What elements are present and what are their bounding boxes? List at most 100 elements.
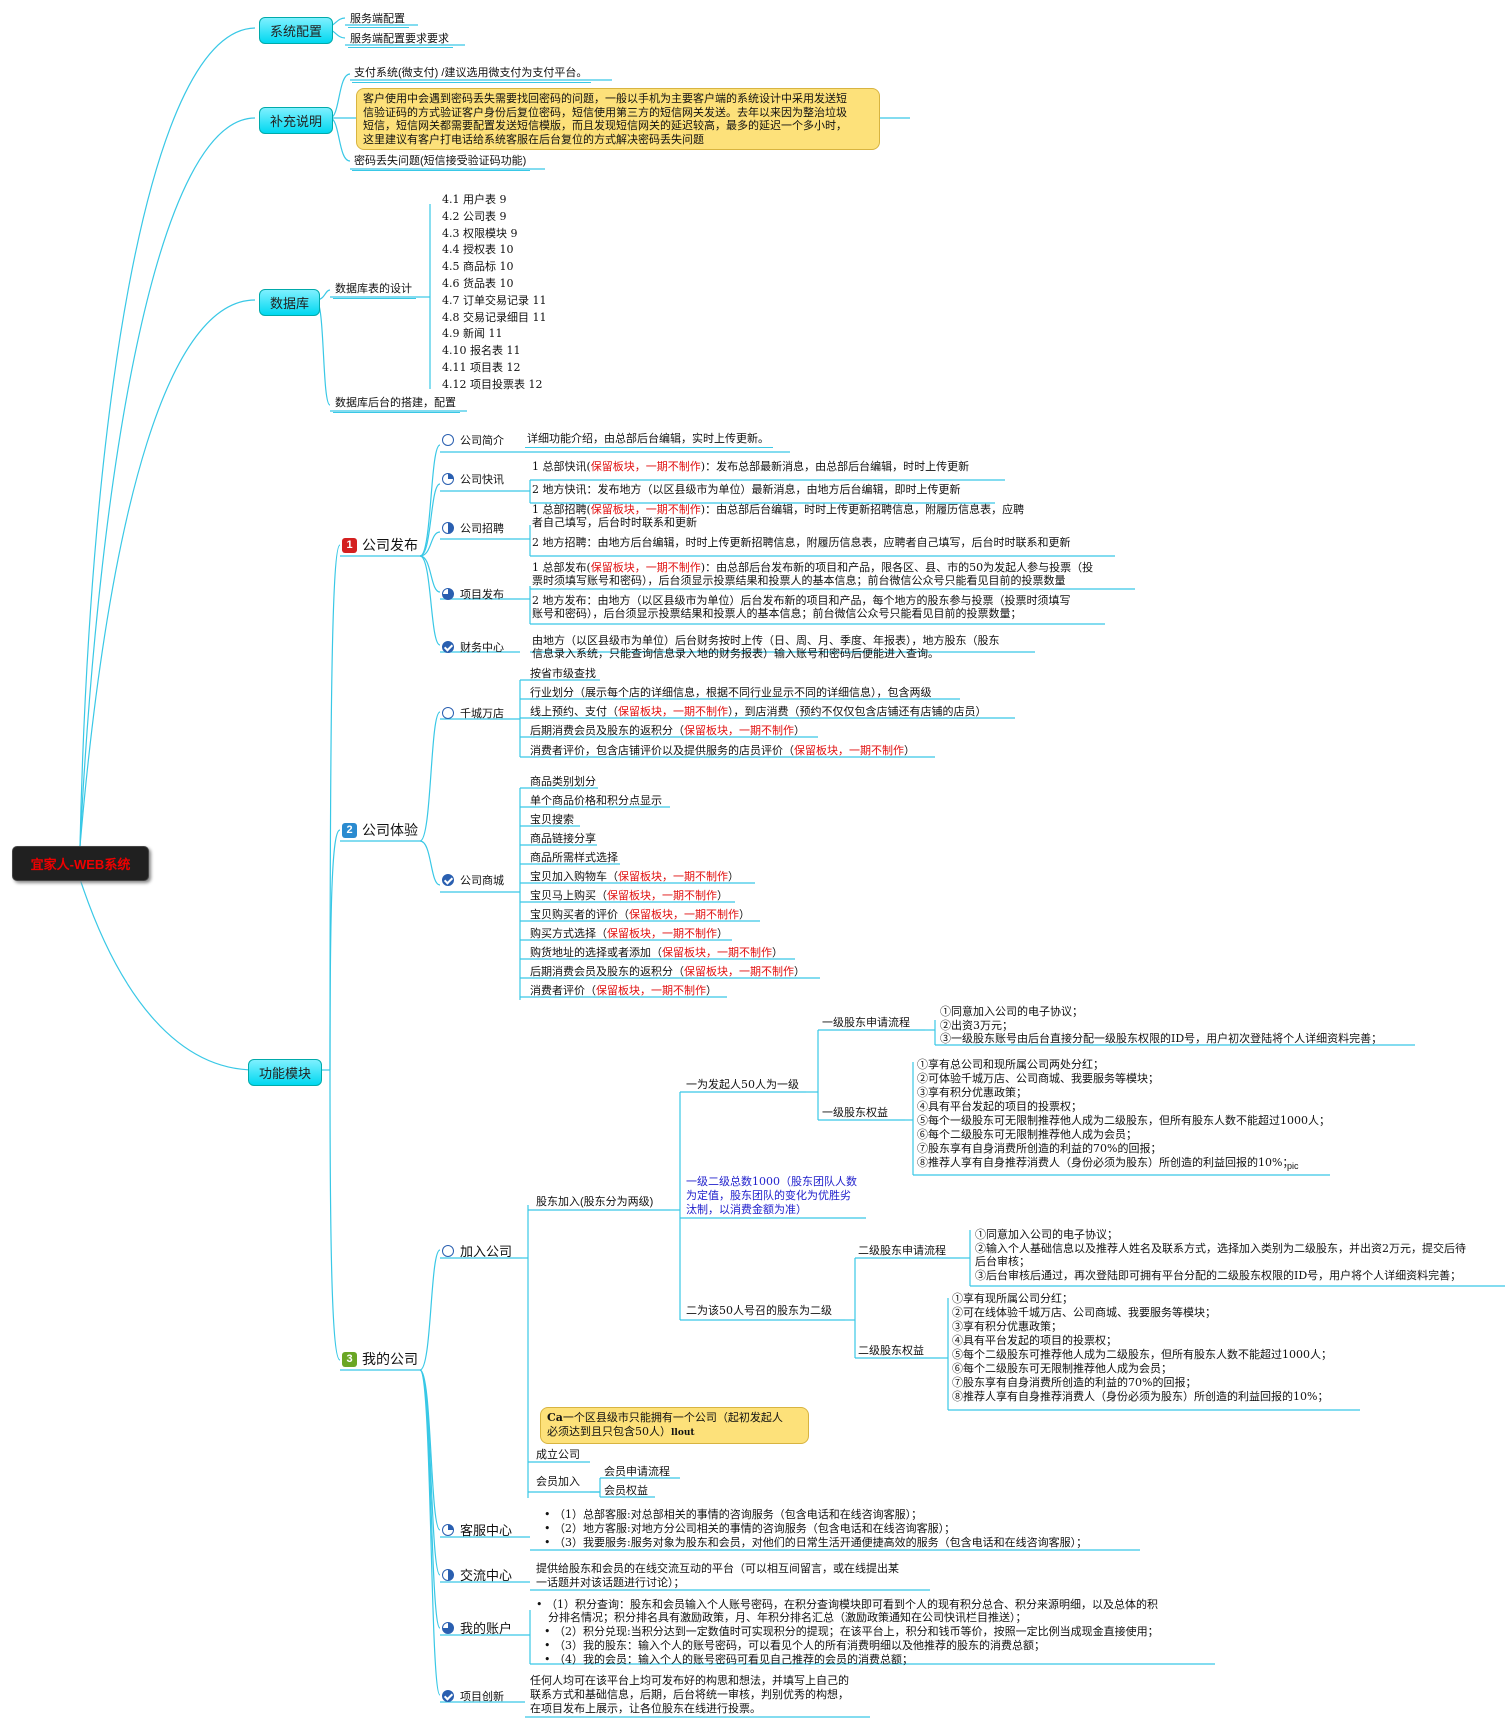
mycompany-innovate[interactable]: 项目创新 bbox=[442, 1688, 504, 1704]
join-apply1[interactable]: 一级股东申请流程 bbox=[822, 1016, 910, 1029]
db-table-item: 4.5 商品标 10 bbox=[442, 260, 514, 274]
city-item: 消费者评价，包含店铺评价以及提供服务的店员评价（保留板块，一期不制作） bbox=[530, 744, 915, 757]
innovate-l1: 任何人均可在该平台上均可发布好的构思和想法，并填写上自己的 bbox=[530, 1674, 849, 1687]
branch-function-modules[interactable]: 功能模块 bbox=[248, 1059, 323, 1086]
rights1-item: ①享有总公司和现所属公司两处分红； bbox=[917, 1058, 1104, 1071]
category-release-label: 公司发布 bbox=[362, 538, 418, 554]
notes-payment[interactable]: 支付系统(微支付) /建议选用微支付为支付平台。 bbox=[352, 67, 592, 83]
mycompany-account-label: 我的账户 bbox=[460, 1622, 513, 1637]
branch-database[interactable]: 数据库 bbox=[259, 289, 321, 316]
progress-quarter-icon bbox=[442, 473, 454, 485]
release-recruit-l1: 1 总部招聘(保留板块，一期不制作)：由总部后台编辑，时时上传更新招聘信息，附履… bbox=[532, 503, 1025, 516]
city-item: 后期消费会员及股东的返积分（保留板块，一期不制作） bbox=[530, 724, 805, 737]
mall-item: 购货地址的选择或者添加（保留板块，一期不制作） bbox=[530, 946, 783, 959]
release-intro-text: 详细功能介绍，由总部后台编辑，实时上传更新。 bbox=[525, 432, 773, 448]
service-item: • （1）总部客服:对总部相关的事情的咨询服务（包含电话和在线咨询客服）； bbox=[544, 1508, 923, 1521]
mycompany-service[interactable]: 客服中心 bbox=[442, 1520, 512, 1539]
branch-system-config[interactable]: 系统配置 bbox=[259, 17, 334, 44]
mall-item: 后期消费会员及股东的返积分（保留板块，一期不制作） bbox=[530, 965, 805, 978]
db-table-item: 4.12 项目投票表 12 bbox=[442, 377, 543, 391]
release-recruit-l2: 2 地方招聘：由地方后台编辑，时时上传更新招聘信息，附履历信息表，应聘者自己填写… bbox=[532, 536, 1071, 549]
release-intro[interactable]: 公司简介 bbox=[442, 432, 504, 448]
db-backend[interactable]: 数据库后台的搭建，配置 bbox=[333, 397, 460, 413]
progress-empty-icon bbox=[442, 707, 454, 719]
priority-1-icon: 1 bbox=[342, 537, 357, 553]
account-item: • （4）我的会员：输入个人的账号密码可看见自己推荐的会员的消费总额； bbox=[544, 1653, 913, 1666]
innovate-l3: 在项目发布上展示，让各位股东在线进行投票。 bbox=[530, 1702, 761, 1715]
join-second-level[interactable]: 二为该50人号召的股东为二级 bbox=[686, 1304, 832, 1317]
member-apply[interactable]: 会员申请流程 bbox=[604, 1465, 670, 1478]
rights1-item: ⑦股东享有自身消费所创造的利益的70%的回报； bbox=[917, 1142, 1162, 1155]
mall-item: 消费者评价（保留板块，一期不制作） bbox=[530, 984, 717, 997]
mall-item: 商品链接分享 bbox=[530, 832, 596, 845]
experience-mall-label: 公司商城 bbox=[460, 874, 504, 887]
mycompany-service-label: 客服中心 bbox=[460, 1524, 513, 1539]
category-release[interactable]: 1 公司发布 bbox=[342, 535, 418, 555]
join-member[interactable]: 会员加入 bbox=[536, 1476, 580, 1488]
mycompany-exchange[interactable]: 交流中心 bbox=[442, 1565, 512, 1584]
notes-sms-callout: 客户使用中会遇到密码丢失需要找回密码的问题，一般以手机为主要客户端的系统设计中采… bbox=[356, 88, 880, 150]
db-design[interactable]: 数据库表的设计 bbox=[333, 283, 416, 299]
priority-3-icon: 3 bbox=[342, 1351, 357, 1367]
release-project[interactable]: 项目发布 bbox=[442, 586, 504, 602]
join-first-level[interactable]: 一为发起人50人为一级 bbox=[686, 1078, 799, 1091]
release-project-l2b: 账号和密码），后台须显示投票结果和投票人的基本信息；前台微信公众号只能看见目前的… bbox=[532, 607, 1022, 620]
service-item: • （3）我要服务:服务对象为股东和会员，对他们的日常生活开通便捷高效的服务（包… bbox=[544, 1536, 1088, 1549]
release-news[interactable]: 公司快讯 bbox=[442, 471, 504, 487]
city-item: 按省市级查找 bbox=[530, 667, 596, 680]
experience-mall[interactable]: 公司商城 bbox=[442, 872, 504, 888]
exchange-l1: 提供给股东和会员的在线交流互动的平台（可以相互间留言，或在线提出某 bbox=[536, 1562, 899, 1575]
callout-line: Ca一个区县级市只能拥有一个公司（起初发起人 bbox=[547, 1411, 783, 1424]
db-table-item: 4.10 报名表 11 bbox=[442, 344, 521, 358]
release-recruit[interactable]: 公司招聘 bbox=[442, 520, 504, 536]
notes-sms-line: 短信，短信网关都需要配置发送短信模版，而且发现短信网关的延迟较高，最多的延迟一个… bbox=[363, 119, 847, 132]
release-intro-label: 公司简介 bbox=[460, 434, 504, 447]
rights2-item: ⑧推荐人享有自身推荐消费人（身份必须为股东）所创造的利益回报的10%； bbox=[952, 1390, 1329, 1403]
innovate-l2: 联系方式和基础信息，后期，后台将统一审核，判别优秀的构想， bbox=[530, 1688, 849, 1701]
mycompany-account[interactable]: 我的账户 bbox=[442, 1618, 512, 1637]
progress-done-icon bbox=[442, 1690, 454, 1702]
category-my-company-label: 我的公司 bbox=[362, 1352, 418, 1368]
callout-line: 必须达到且只包含50人）llout bbox=[547, 1424, 695, 1438]
experience-city[interactable]: 千城万店 bbox=[442, 705, 504, 721]
mycompany-innovate-label: 项目创新 bbox=[460, 1690, 504, 1703]
join-rights2[interactable]: 二级股东权益 bbox=[858, 1344, 924, 1357]
account-item: • （1）积分查询：股东和会员输入个人账号密码，在积分查询模块即可看到个人的现有… bbox=[536, 1598, 1158, 1611]
progress-done-icon bbox=[442, 874, 454, 886]
apply1-item: ③一级股东账号由后台直接分配一级股东权限的ID号，用户初次登陆将个人详细资料完善… bbox=[940, 1032, 1383, 1045]
mall-item: 宝贝购买者的评价（保留板块，一期不制作） bbox=[530, 908, 750, 921]
db-table-item: 4.8 交易记录细目 11 bbox=[442, 310, 547, 324]
account-item: • （2）积分兑现:当积分达到一定数值时可实现积分的提现；在该平台上，积分和钱币… bbox=[544, 1625, 1159, 1638]
callout-one-company: Ca一个区县级市只能拥有一个公司（起初发起人 必须达到且只包含50人）llout bbox=[540, 1407, 809, 1444]
progress-half-icon bbox=[442, 522, 454, 534]
mall-item: 宝贝加入购物车（保留板块，一期不制作） bbox=[530, 870, 739, 883]
join-rights1[interactable]: 一级股东权益 bbox=[822, 1106, 888, 1119]
experience-city-label: 千城万店 bbox=[460, 707, 504, 720]
rights2-item: ⑦股东享有自身消费所创造的利益的70%的回报； bbox=[952, 1376, 1197, 1389]
release-recruit-label: 公司招聘 bbox=[460, 522, 504, 535]
config-item-server-req[interactable]: 服务端配置要求要求 bbox=[348, 32, 453, 48]
category-my-company[interactable]: 3 我的公司 bbox=[342, 1349, 418, 1369]
root-node[interactable]: 宜家人-WEB系统 bbox=[12, 846, 149, 881]
join-shareholder[interactable]: 股东加入(股东分为两级) bbox=[536, 1196, 654, 1208]
member-rights[interactable]: 会员权益 bbox=[604, 1484, 648, 1497]
mycompany-join[interactable]: 加入公司 bbox=[442, 1241, 512, 1260]
release-project-l1c: 票时须填写账号和密码），后台须显示投票结果和投票人的基本信息；前台微信公众号只能… bbox=[532, 574, 1066, 587]
city-item: 线上预约、支付（保留板块，一期不制作），到店消费（预约不仅仅包含店铺还有店铺的店… bbox=[530, 705, 987, 718]
rights2-item: ⑥每个二级股东可无限制推荐他人成为会员； bbox=[952, 1362, 1172, 1375]
release-finance[interactable]: 财务中心 bbox=[442, 639, 504, 655]
city-item: 行业划分（展示每个店的详细信息，根据不同行业显示不同的详细信息），包含两级 bbox=[530, 686, 932, 699]
rights2-item: ②可在线体验千城万店、公司商城、我要服务等模块； bbox=[952, 1306, 1216, 1319]
db-table-item: 4.11 项目表 12 bbox=[442, 361, 521, 374]
join-found-company[interactable]: 成立公司 bbox=[536, 1448, 580, 1461]
branch-notes[interactable]: 补充说明 bbox=[259, 107, 334, 134]
category-experience[interactable]: 2 公司体验 bbox=[342, 820, 418, 840]
notes-sms-line: 这里建议有客户打电话给系统客服在后台复位的方式解决密码丢失问题 bbox=[363, 132, 704, 146]
apply1-item: ②出资3万元； bbox=[940, 1018, 1013, 1032]
config-item-server[interactable]: 服务端配置 bbox=[348, 12, 409, 28]
join-apply2[interactable]: 二级股东申请流程 bbox=[858, 1244, 946, 1257]
progress-empty-icon bbox=[442, 1244, 454, 1257]
notes-password[interactable]: 密码丢失问题(短信接受验证码功能) bbox=[352, 155, 531, 171]
mycompany-join-label: 加入公司 bbox=[460, 1245, 513, 1260]
